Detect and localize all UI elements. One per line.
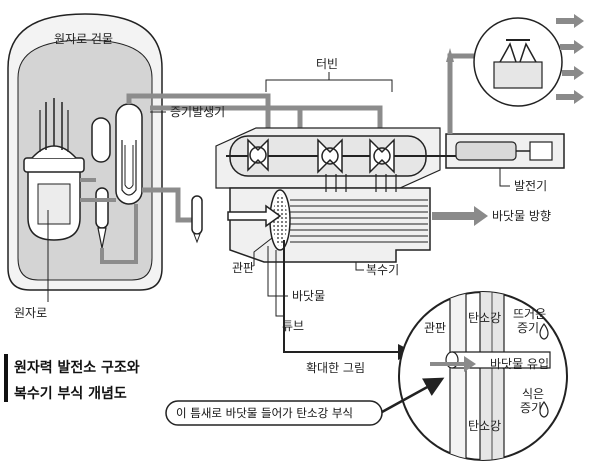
condenser bbox=[229, 187, 431, 263]
reactor-label: 원자로 bbox=[14, 306, 47, 320]
callout-arrow bbox=[381, 377, 445, 414]
condenser-tubes bbox=[290, 199, 428, 243]
callout-box bbox=[165, 400, 383, 426]
primary-piping bbox=[80, 178, 138, 264]
pressurizer bbox=[91, 117, 111, 163]
enlarged-view-label: 확대한 그림 bbox=[306, 361, 365, 375]
seawater-inflow-arrow bbox=[430, 356, 476, 372]
seawater-label: 바닷물 bbox=[292, 289, 325, 303]
flow-arrow-icon bbox=[227, 204, 488, 228]
droplet-icon bbox=[539, 322, 549, 340]
droplet-icon bbox=[539, 400, 549, 418]
steam-generator bbox=[115, 103, 143, 205]
title-bar bbox=[4, 354, 8, 402]
steam-generator-label: 증기발생기 bbox=[170, 105, 225, 119]
generator bbox=[426, 133, 565, 169]
zoom-carbon-steel-top: 탄소강 bbox=[468, 311, 501, 325]
coolant-pump bbox=[95, 187, 109, 229]
turbine-label: 터빈 bbox=[316, 57, 338, 71]
zoom-tube-sheet-label: 관판 bbox=[424, 321, 446, 335]
turbine-rotors bbox=[247, 138, 395, 174]
zoom-detail bbox=[398, 291, 568, 461]
enlarged-view-leader bbox=[283, 240, 414, 360]
hot-steam-label-1: 뜨거운 bbox=[513, 307, 546, 321]
seawater-direction-label: 바닷물 방향 bbox=[492, 209, 551, 223]
zoom-carbon-steel-bottom: 탄소강 bbox=[468, 419, 501, 433]
feedwater-heater bbox=[191, 195, 203, 235]
tube-label: 튜브 bbox=[282, 319, 304, 333]
reactor-building-label: 원자로 건물 bbox=[54, 32, 113, 46]
cooled-steam-label-2: 증기 bbox=[520, 401, 542, 415]
hot-steam-label-2: 증기 bbox=[517, 321, 539, 335]
transformer-circle bbox=[473, 17, 563, 107]
diagram-title-line2: 복수기 부식 개념도 bbox=[14, 386, 127, 402]
reactor-vessel bbox=[23, 98, 85, 241]
transmission-tower-icon bbox=[556, 14, 584, 104]
callout-text: 이 틈새로 바닷물 들어가 탄소강 부식 bbox=[176, 406, 353, 420]
cooled-steam-label-1: 식은 bbox=[522, 387, 544, 401]
tube-sheet-label: 관판 bbox=[232, 261, 254, 275]
condenser-label: 복수기 bbox=[366, 263, 399, 277]
seawater-inflow-label: 바닷물 유입 bbox=[490, 357, 549, 371]
generator-label: 발전기 bbox=[514, 179, 547, 193]
diagram-title-line1: 원자력 발전소 구조와 bbox=[14, 359, 140, 376]
